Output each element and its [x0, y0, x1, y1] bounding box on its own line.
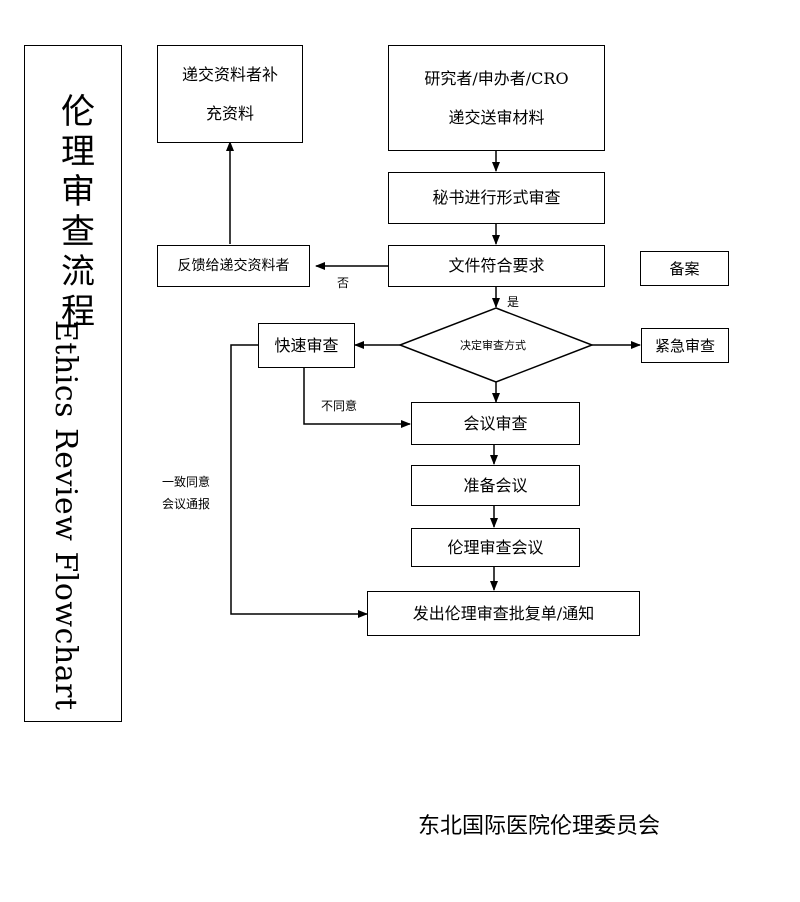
- researcher-line2: 递交送审材料: [448, 108, 545, 127]
- meeting-review-box: 会议审查: [411, 402, 580, 445]
- title-char: 审: [61, 172, 95, 212]
- feedback-box: 反馈给递交资料者: [157, 245, 310, 287]
- ethics-meeting-label: 伦理审查会议: [447, 537, 544, 557]
- prepare-meeting-label: 准备会议: [463, 475, 528, 495]
- title-chinese: 伦 理 审 查 流 程: [58, 92, 98, 332]
- edge-fast-meeting: [303, 368, 411, 428]
- decision-diamond: [397, 307, 595, 383]
- resubmit-line1: 递交资料者补: [181, 64, 278, 84]
- issue-label: 发出伦理审查批复单/通知: [412, 603, 595, 623]
- title-panel: [24, 45, 122, 722]
- title-char: 程: [61, 292, 95, 332]
- title-char: 查: [61, 212, 95, 252]
- decision-label: 决定审查方式: [460, 339, 526, 352]
- docs-ok-label: 文件符合要求: [448, 256, 545, 276]
- prepare-meeting-box: 准备会议: [411, 465, 580, 506]
- secretary-box: 秘书进行形式审查: [388, 172, 605, 224]
- fast-review-box: 快速审查: [258, 323, 355, 368]
- edge-label-yes: 是: [507, 295, 520, 309]
- filing-label: 备案: [669, 259, 700, 278]
- filing-box: 备案: [640, 251, 729, 286]
- title-english: Ethics Review Flowchart: [48, 320, 83, 711]
- footer-organization: 东北国际医院伦理委员会: [418, 814, 661, 839]
- edge-label-disagree: 不同意: [321, 399, 358, 413]
- docs-ok-box: 文件符合要求: [388, 245, 605, 287]
- title-char: 流: [61, 252, 95, 292]
- edge-fast-issue: [230, 344, 368, 618]
- ethics-meeting-box: 伦理审查会议: [411, 528, 580, 567]
- fast-review-label: 快速审查: [274, 335, 339, 355]
- urgent-review-label: 紧急审查: [654, 336, 715, 355]
- edge-label-agree-2: 会议通报: [162, 497, 211, 511]
- edge-label-agree-1: 一致同意: [162, 475, 211, 489]
- edge-label-no: 否: [337, 276, 350, 290]
- title-char: 理: [61, 132, 95, 172]
- researcher-box: 研究者/申办者/CRO 递交送审材料: [388, 45, 605, 151]
- meeting-review-label: 会议审查: [463, 413, 528, 433]
- secretary-label: 秘书进行形式审查: [432, 188, 561, 208]
- feedback-label: 反馈给递交资料者: [177, 257, 290, 274]
- resubmit-box: 递交资料者补 充资料: [157, 45, 303, 143]
- issue-box: 发出伦理审查批复单/通知: [367, 591, 640, 636]
- resubmit-line2: 充资料: [205, 104, 254, 123]
- researcher-line1: 研究者/申办者/CRO: [424, 68, 569, 88]
- urgent-review-box: 紧急审查: [641, 328, 729, 363]
- title-char: 伦: [61, 92, 95, 132]
